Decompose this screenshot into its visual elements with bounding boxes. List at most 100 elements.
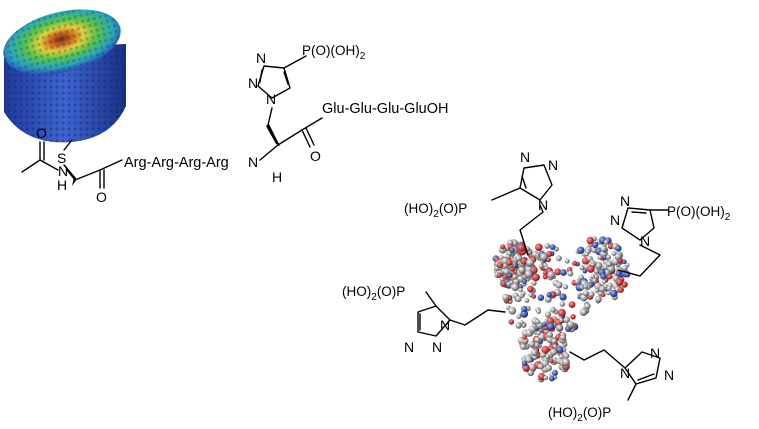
atom-sphere (579, 265, 585, 271)
atom-sphere (584, 303, 591, 310)
right-triazole-n-label-a: N (610, 212, 620, 228)
left-phosphonate-label: P(O)(OH)2 (302, 43, 366, 62)
atom-sphere (594, 261, 603, 270)
atom-sphere (567, 321, 575, 328)
bottom-phosphonate-label: (HO)2(O)P (548, 405, 611, 424)
atom-sphere (515, 254, 523, 262)
atom-sphere (554, 268, 562, 276)
atom-sphere (545, 364, 552, 372)
atom-sphere (518, 266, 526, 274)
atom-sphere (503, 268, 510, 276)
atom-sphere (527, 285, 534, 293)
dendrimer-core-image (492, 236, 631, 383)
atom-sphere (520, 310, 529, 318)
atom-sphere (622, 259, 627, 265)
atom-sphere (542, 270, 548, 276)
atom-sphere (594, 288, 599, 293)
atom-sphere (535, 243, 543, 252)
atom-sphere (517, 243, 526, 252)
top-triazole-n-label-c: N (538, 197, 548, 213)
atom-sphere (607, 274, 613, 280)
atom-sphere (530, 349, 538, 357)
right-triazole-n-label-c: N (640, 233, 650, 249)
atom-sphere (583, 284, 588, 289)
atom-sphere (559, 293, 567, 301)
left-molecule-bonds (21, 55, 323, 189)
atom-sphere (606, 254, 611, 260)
atom-sphere (603, 240, 609, 245)
atom-sphere (520, 257, 528, 265)
atom-sphere (540, 352, 546, 358)
bottom-triazole-n-label-c: N (664, 367, 674, 383)
atom-sphere (500, 244, 506, 250)
atom-sphere (582, 290, 589, 297)
atom-sphere (508, 319, 515, 325)
carbonyl-oxygen-label: O (96, 189, 107, 205)
atom-sphere (595, 295, 602, 303)
atom-sphere (578, 274, 584, 281)
left-molecule-labels: S N H O O Arg-Arg-Arg-Arg N H O Glu-Glu-… (36, 43, 449, 205)
atom-sphere (531, 280, 537, 286)
atom-sphere (547, 270, 555, 279)
acetyl-oxygen-label: O (36, 125, 47, 141)
glutamate-peptide-label: Glu-Glu-Glu-GluOH (322, 101, 449, 117)
atom-sphere (586, 265, 595, 273)
atom-sphere (568, 301, 576, 308)
atom-sphere (535, 319, 541, 325)
atom-sphere (617, 286, 624, 293)
atom-sphere (539, 335, 545, 340)
atom-sphere (534, 336, 541, 343)
atom-sphere (551, 338, 557, 344)
atom-sphere (562, 358, 570, 366)
atom-sphere (546, 331, 554, 338)
right-triazole-n-label-b: N (620, 193, 630, 209)
atom-sphere (564, 258, 570, 264)
atom-sphere (544, 243, 551, 249)
atom-sphere (521, 360, 528, 366)
atom-sphere (508, 306, 517, 315)
atom-sphere (515, 295, 522, 303)
atom-sphere (512, 274, 518, 280)
atom-sphere (536, 330, 541, 336)
atom-sphere (524, 298, 530, 303)
atom-sphere (591, 247, 597, 253)
atom-sphere (496, 272, 502, 278)
atom-sphere (537, 294, 545, 301)
atom-sphere (533, 341, 540, 348)
atom-sphere (606, 290, 611, 296)
atom-sphere (502, 293, 510, 301)
atom-sphere (518, 287, 523, 293)
atom-sphere (537, 363, 544, 370)
atom-sphere (600, 292, 606, 298)
left-triazole-n-label-c: N (432, 339, 442, 355)
atom-sphere (607, 243, 614, 250)
atom-sphere (522, 364, 530, 372)
atom-sphere (503, 263, 508, 268)
atom-sphere (574, 279, 581, 285)
atom-sphere (522, 335, 527, 340)
atom-sphere (530, 266, 538, 274)
atom-sphere (508, 280, 514, 285)
amide-hydrogen-label: H (57, 177, 67, 193)
atom-sphere (532, 273, 540, 282)
atom-sphere (524, 270, 533, 278)
atom-sphere (546, 322, 555, 331)
atom-sphere (555, 281, 563, 289)
right-molecule-bonds (417, 164, 669, 401)
amide-nitrogen-label: N (58, 163, 68, 179)
atom-sphere (543, 375, 549, 381)
atom-sphere (567, 270, 574, 277)
atom-sphere (615, 270, 622, 277)
atom-sphere (544, 311, 552, 318)
arginine-peptide-label: Arg-Arg-Arg-Arg (124, 155, 229, 171)
atom-sphere (559, 334, 567, 341)
atom-sphere (549, 244, 556, 251)
atom-sphere (590, 274, 595, 279)
atom-sphere (559, 354, 565, 360)
atom-sphere (621, 281, 628, 288)
atom-sphere (529, 325, 537, 333)
atom-sphere (572, 260, 577, 266)
atom-sphere (563, 353, 570, 359)
left-triazole-n-label-b: N (404, 339, 414, 355)
top-triazole-n-label-b: N (548, 157, 558, 173)
